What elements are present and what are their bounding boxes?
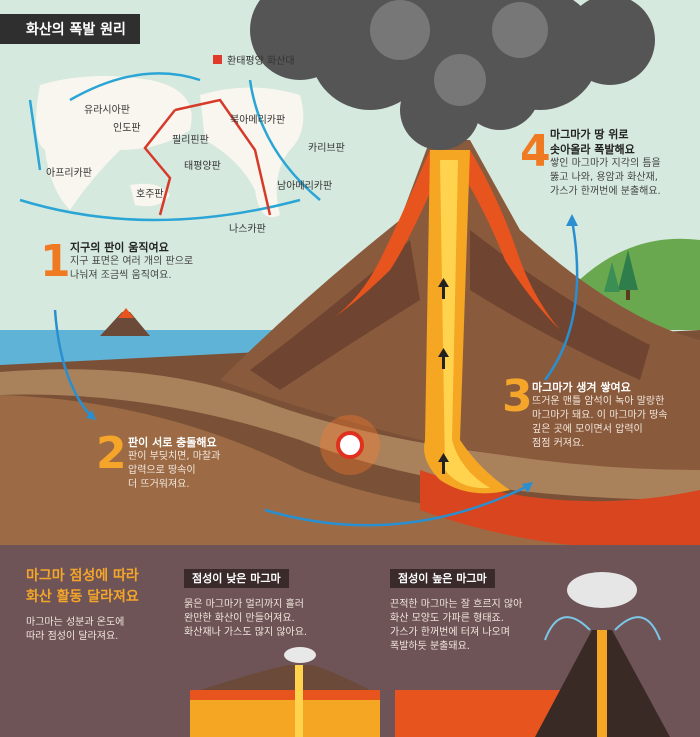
panel-text: 끈적한 마그마는 잘 흐르지 않아 (390, 599, 523, 610)
step-number: 1 (40, 236, 71, 287)
section-text: 따라 점성이 달라져요. (26, 631, 119, 642)
step-text: 점점 커져요. (532, 438, 585, 449)
flow-arrow (264, 483, 531, 527)
plate-label: 아프리카판 (46, 168, 92, 179)
up-arrow-icon (438, 453, 449, 474)
panel-text: 묽은 마그마가 멀리까지 흘러 (184, 599, 304, 610)
plate-label: 필리핀판 (172, 135, 209, 146)
up-arrow-icon (438, 278, 449, 299)
step-number: 4 (520, 126, 551, 177)
plate-label: 호주판 (136, 189, 164, 200)
panel-text: 가스가 한꺼번에 터져 나오며 (390, 627, 510, 638)
high-viscosity-volcano (395, 572, 670, 737)
world-map (19, 72, 321, 222)
low-viscosity-volcano (190, 647, 380, 737)
panel-text: 폭발하듯 분출돼요. (390, 641, 470, 652)
island-volcano (100, 312, 150, 336)
step-text: 가스가 한꺼번에 분출해요. (550, 186, 661, 197)
plate-label: 북아메리카판 (230, 115, 286, 126)
plate-label: 남아메리카판 (277, 181, 333, 192)
step-heading: 판이 서로 충돌해요 (128, 436, 217, 449)
low-viscosity-panel: 점성이 낮은 마그마 묽은 마그마가 멀리까지 흘러 완만한 화산이 만들어져요… (184, 567, 307, 640)
magma-layer (420, 470, 700, 549)
panel-text: 화산재나 가스도 많지 않아요. (184, 627, 308, 638)
section-text: 마그마는 성분과 온도에 (26, 617, 125, 628)
step-text: 깊은 곳에 모이면서 압력이 (532, 424, 643, 435)
section-title: 마그마 점성에 따라 (26, 568, 139, 584)
map-legend: 환태평양 화산대 (213, 52, 295, 67)
low-viscosity-tag: 점성이 낮은 마그마 (184, 569, 289, 588)
step-text: 압력으로 땅속이 (128, 465, 196, 476)
panel-text: 화산 모양도 가파른 형태죠. (390, 613, 504, 624)
lava-flow (330, 150, 440, 320)
flow-arrow (53, 309, 91, 416)
step-number: 3 (502, 371, 533, 422)
step-text: 나눠져 조금씩 움직여요. (70, 270, 172, 281)
plate-label: 태평양판 (184, 161, 221, 172)
step-heading: 마그마가 땅 위로 (550, 128, 629, 141)
step-text: 더 뜨거워져요. (128, 479, 190, 490)
step-3: 마그마가 생겨 쌓여요 뜨거운 맨틀 암석이 녹아 말랑한 마그마가 돼요. 이… (532, 380, 668, 451)
plate-label: 나스카판 (229, 224, 266, 235)
panel-text: 완만한 화산이 만들어져요. (184, 613, 295, 624)
lava-flow (460, 150, 560, 330)
section-title: 화산 활동 달라져요 (26, 589, 139, 605)
step-heading: 마그마가 생겨 쌓여요 (532, 381, 631, 394)
legend-label: 환태평양 화산대 (227, 56, 295, 67)
step-text: 쌓인 마그마가 지각의 틈을 (550, 158, 661, 169)
step-text: 뚫고 나와, 용암과 화산재, (550, 172, 658, 183)
flow-arrow (543, 219, 579, 381)
up-arrow-icon (438, 348, 449, 369)
step-4: 마그마가 땅 위로 솟아올라 폭발해요 쌓인 마그마가 지각의 틈을 뚫고 나와… (550, 127, 661, 199)
step-2: 판이 서로 충돌해요 판이 부딪치면, 마찰과 압력으로 땅속이 더 뜨거워져요… (128, 435, 220, 492)
step-text: 뜨거운 맨틀 암석이 녹아 말랑한 (532, 396, 665, 407)
plate-label: 유라시아판 (84, 105, 130, 116)
plate-label: 인도판 (113, 123, 141, 134)
high-viscosity-panel: 점성이 높은 마그마 끈적한 마그마는 잘 흐르지 않아 화산 모양도 가파른 … (390, 567, 522, 654)
page-title: 화산의 폭발 원리 (0, 14, 140, 44)
tree-icon (604, 262, 620, 292)
step-text: 판이 부딪치면, 마찰과 (128, 451, 221, 462)
legend-swatch (213, 55, 222, 64)
step-text: 지구 표면은 여러 개의 판으로 (70, 256, 194, 267)
step-1: 지구의 판이 움직여요 지구 표면은 여러 개의 판으로 나눠져 조금씩 움직여… (70, 240, 193, 283)
step-heading: 솟아올라 폭발해요 (550, 143, 635, 156)
viscosity-section: 마그마 점성에 따라 화산 활동 달라져요 마그마는 성분과 온도에 따라 점성… (26, 566, 139, 644)
step-heading: 지구의 판이 움직여요 (70, 241, 169, 254)
high-viscosity-tag: 점성이 높은 마그마 (390, 569, 495, 588)
tree-icon (618, 250, 638, 300)
step-number: 2 (96, 428, 127, 479)
plate-label: 카리브판 (308, 143, 345, 154)
step-text: 마그마가 돼요. 이 마그마가 땅속 (532, 410, 668, 421)
